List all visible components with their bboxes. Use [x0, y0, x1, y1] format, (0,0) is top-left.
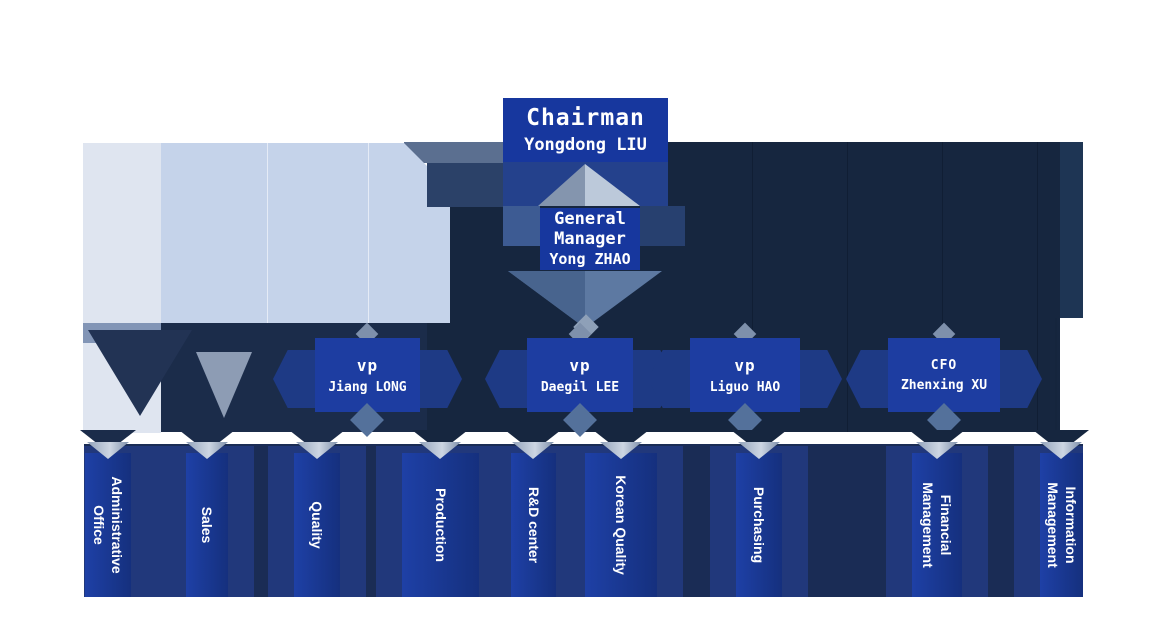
bg-light-panel-main	[161, 143, 450, 323]
panel-seam	[267, 143, 268, 323]
dept-label: Sales	[199, 506, 216, 544]
node-vp-daegil-lee: vp Daegil LEE	[527, 338, 633, 412]
dept-box-korean-quality: Korean Quality	[585, 453, 657, 597]
exec-title: vp	[356, 355, 379, 375]
exec-title: CFO	[930, 357, 958, 373]
connector-line-information	[1055, 318, 1057, 457]
connector-block	[503, 206, 540, 246]
dept-label: Production	[432, 488, 449, 562]
dept-label: Information Management	[1044, 482, 1079, 568]
panel-seam	[368, 143, 369, 323]
exec-name: Zhenxing XU	[900, 377, 988, 393]
dept-label: Financial Management	[920, 482, 955, 568]
department-ribbon: Administrative Office Sales Quality Prod…	[84, 444, 1083, 597]
dept-box-rd-center: R&D center	[511, 453, 556, 597]
connector-block	[640, 206, 685, 246]
dept-label: Korean Quality	[613, 475, 630, 575]
dept-label: Quality	[309, 501, 326, 549]
dept-label: R&D center	[525, 486, 542, 564]
panel-seam	[1037, 142, 1038, 432]
panel-seam	[752, 142, 753, 432]
dept-box-administrative-office: Administrative Office	[85, 453, 131, 597]
exec-name: Daegil LEE	[540, 379, 620, 395]
dept-box-production: Production	[402, 453, 479, 597]
dept-box-purchasing: Purchasing	[736, 453, 782, 597]
dept-label: Administrative Office	[91, 476, 126, 574]
dept-box-sales: Sales	[186, 453, 228, 597]
connector-block	[427, 163, 503, 207]
general-manager-name: Yong ZHAO	[549, 250, 631, 269]
exec-name: Jiang LONG	[328, 379, 407, 395]
dept-box-quality: Quality	[294, 453, 340, 597]
dept-box-financial-management: Financial Management	[912, 453, 962, 597]
chairman-name: Yongdong LIU	[524, 135, 647, 156]
chairman-title: Chairman	[526, 104, 645, 131]
node-vp-liguo-hao: vp Liguo HAO	[690, 338, 800, 412]
dept-label: Purchasing	[751, 486, 768, 564]
node-general-manager: General Manager Yong ZHAO	[540, 208, 640, 270]
dept-box-information-management: Information Management	[1040, 453, 1083, 597]
exec-title: vp	[734, 355, 756, 375]
bg-slate-corner	[404, 142, 503, 163]
panel-seam	[942, 142, 943, 432]
node-vp-jiang-long: vp Jiang LONG	[315, 338, 420, 412]
node-cfo-zhenxing-xu: CFO Zhenxing XU	[888, 338, 1000, 412]
exec-name: Liguo HAO	[709, 379, 781, 395]
bg-right-strip	[1060, 142, 1083, 318]
node-chairman: Chairman Yongdong LIU	[503, 98, 668, 162]
panel-seam	[847, 142, 848, 432]
exec-title: vp	[569, 355, 591, 375]
general-manager-title: General Manager	[554, 208, 626, 249]
